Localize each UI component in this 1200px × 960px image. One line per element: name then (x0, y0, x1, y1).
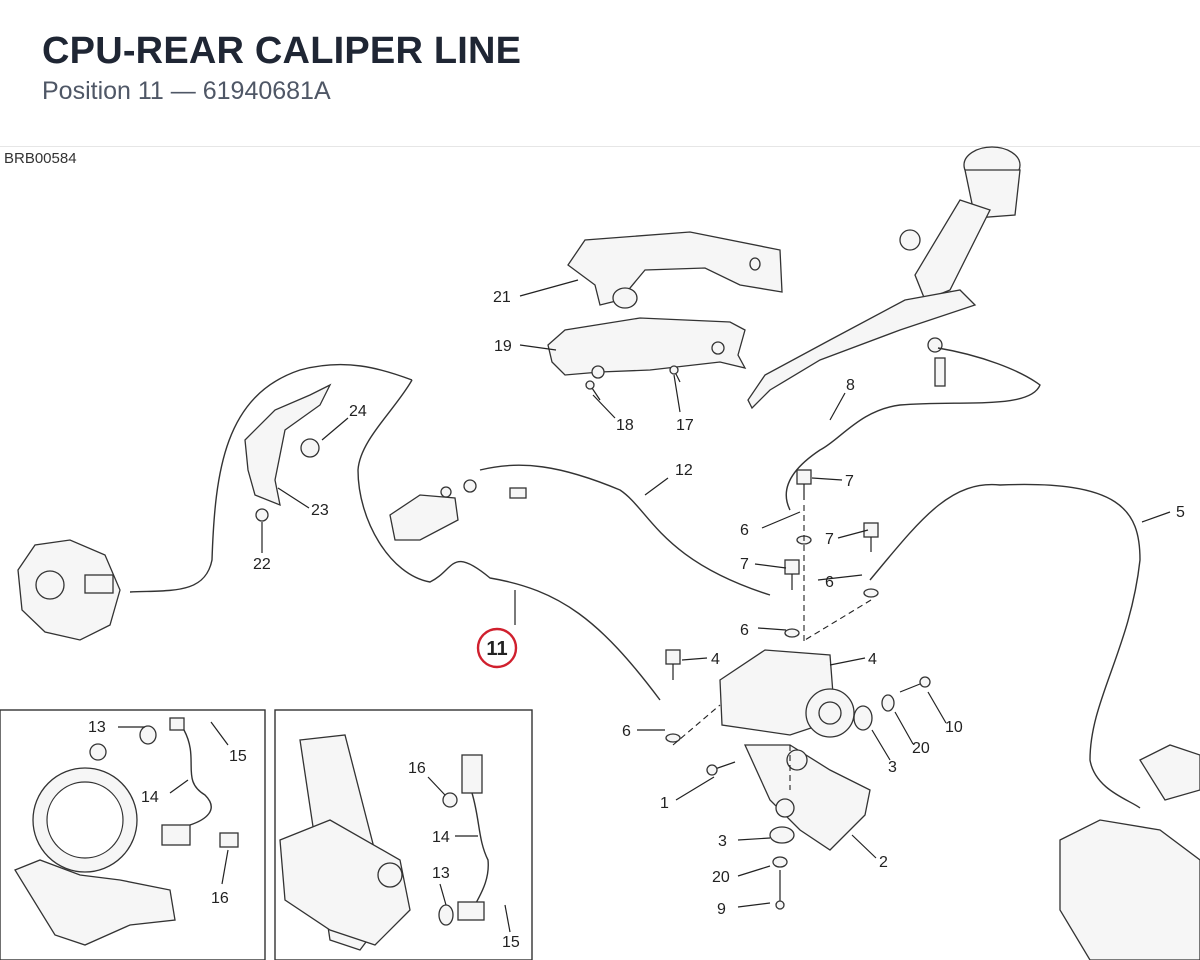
label-2: 2 (879, 854, 888, 871)
label-12: 12 (675, 462, 693, 479)
brake-switch-unit (389, 479, 527, 541)
spacer-20b (772, 856, 788, 868)
label-24: 24 (349, 403, 367, 420)
inset-label-16: 16 (408, 760, 426, 777)
washer-6b (863, 588, 879, 598)
bolt-1 (706, 761, 736, 776)
label-23: 23 (311, 502, 329, 519)
bushing-3b (769, 826, 795, 844)
bolt-7b (863, 522, 879, 552)
label-10: 10 (945, 719, 963, 736)
header: CPU-REAR CALIPER LINE Position 11 — 6194… (0, 0, 1200, 147)
label-6c: 6 (740, 622, 749, 639)
rear-caliper-left (17, 539, 121, 641)
inset-label-13: 13 (88, 719, 106, 736)
leader-lines (261, 279, 1171, 908)
rear-master-cylinder (244, 383, 332, 522)
hose-line-5 (869, 483, 1141, 809)
highlight-circle[interactable] (476, 627, 518, 669)
label-20b: 20 (712, 869, 730, 886)
label-6a: 6 (740, 522, 749, 539)
inset-label-14: 14 (432, 829, 450, 846)
hose-line-11 (357, 379, 661, 701)
page-subtitle: Position 11 — 61940681A (42, 77, 331, 105)
bolt-7c (784, 559, 800, 590)
label-9: 9 (717, 901, 726, 918)
hose-line-12 (479, 464, 771, 596)
hose-line-left (129, 363, 413, 593)
spacer-20a (881, 694, 895, 712)
bolt-7a (796, 469, 812, 500)
label-1: 1 (660, 795, 669, 812)
inset-label-13: 13 (432, 865, 450, 882)
bolt-4a (665, 649, 681, 680)
rear-caliper-right (1059, 744, 1200, 960)
label-19: 19 (494, 338, 512, 355)
label-7a: 7 (845, 473, 854, 490)
washer-6c (784, 628, 800, 638)
inset-1-drawing (14, 717, 239, 946)
page-title: CPU-REAR CALIPER LINE (42, 30, 522, 72)
alignment-line (804, 599, 872, 641)
diagram-code: BRB00584 (4, 150, 77, 167)
bracket-19 (547, 317, 747, 379)
label-17: 17 (676, 417, 694, 434)
master-cylinder (747, 146, 1021, 410)
washer-6d (665, 733, 681, 743)
label-5: 5 (1176, 504, 1185, 521)
label-7b: 7 (825, 531, 834, 548)
inset-label-14: 14 (141, 789, 159, 806)
inset-label-16: 16 (211, 890, 229, 907)
label-21: 21 (493, 289, 511, 306)
bushing-3a (853, 705, 873, 731)
highlight-position-11[interactable]: 11 (476, 627, 518, 669)
bolt-9 (775, 870, 785, 910)
label-4b: 4 (868, 651, 877, 668)
label-6b: 6 (825, 574, 834, 591)
screw-18 (585, 380, 601, 401)
screw-17 (669, 365, 681, 383)
label-18: 18 (616, 417, 634, 434)
label-8: 8 (846, 377, 855, 394)
label-7c: 7 (740, 556, 749, 573)
abs-unit (719, 649, 871, 851)
label-3b: 3 (718, 833, 727, 850)
highlight-label[interactable]: 11 (486, 638, 507, 660)
inset-label-15: 15 (502, 934, 520, 951)
label-20a: 20 (912, 740, 930, 757)
alignment-line (672, 704, 721, 746)
label-4a: 4 (711, 651, 720, 668)
bracket-21 (567, 231, 783, 309)
label-6d: 6 (622, 723, 631, 740)
label-22: 22 (253, 556, 271, 573)
label-3a: 3 (888, 759, 897, 776)
bolt-10 (899, 676, 931, 693)
inset-2-drawing (279, 734, 511, 951)
hose-line-8 (785, 347, 1041, 511)
inset-label-15: 15 (229, 748, 247, 765)
